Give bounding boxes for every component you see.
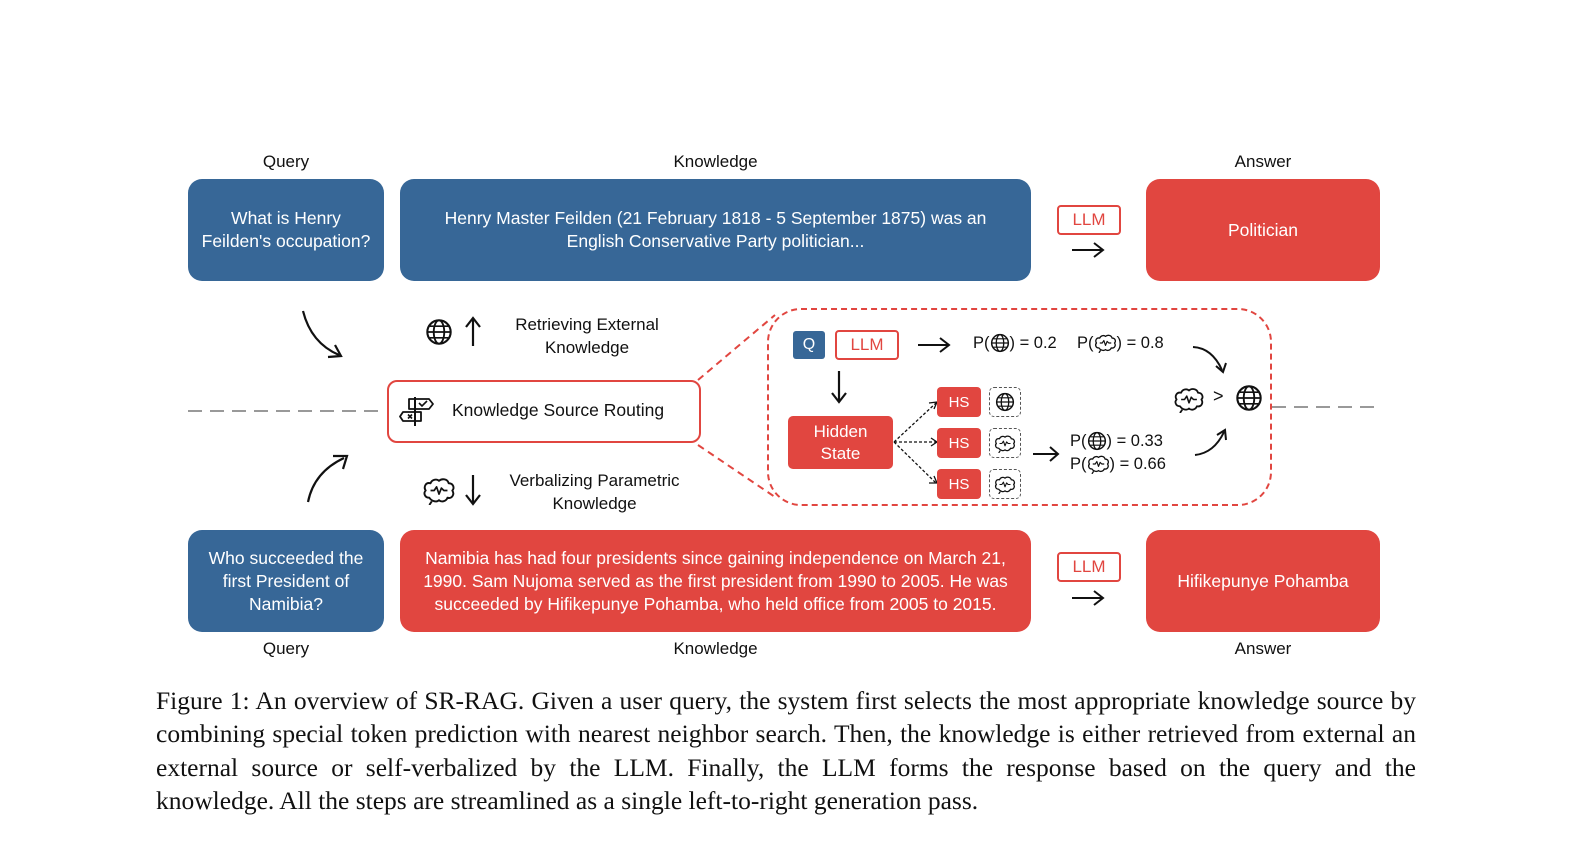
figure-caption: Figure 1: An overview of SR-RAG. Given a… <box>156 686 1416 815</box>
nn-right-arrow <box>1033 446 1060 462</box>
neighbor-parametric-square-1 <box>989 428 1021 458</box>
detail-llm-tag: LLM <box>835 330 899 360</box>
brain-icon <box>994 434 1016 453</box>
bottom-llm-arrow <box>1072 590 1105 606</box>
neighbor-external-square <box>989 387 1021 417</box>
top-query-box: What is Henry Feilden's occupation? <box>188 179 384 281</box>
detail-panel <box>767 308 1272 506</box>
up-arrow-icon <box>465 316 481 346</box>
globe-icon <box>995 392 1015 412</box>
top-llm-arrow <box>1072 242 1105 258</box>
hs-box-2: HS <box>937 428 981 458</box>
curve-arrow-to-compare-bottom <box>1194 428 1227 456</box>
compare-symbol: > <box>1213 386 1224 406</box>
routing-box: Knowledge Source Routing <box>387 380 701 443</box>
curve-arrow-to-compare-top <box>1192 346 1227 374</box>
brain-icon <box>1094 333 1117 353</box>
top-answer-box: Politician <box>1146 179 1380 281</box>
bottom-query-box: Who succeeded the first President of Nam… <box>188 530 384 632</box>
prob-nn-external: P( ) = 0.33 <box>1070 431 1163 451</box>
hs-box-1: HS <box>937 387 981 417</box>
bottom-answer-header: Answer <box>1234 639 1292 658</box>
prob-nn-external-prefix: P( <box>1070 431 1087 450</box>
top-answer-header: Answer <box>1234 152 1292 171</box>
dashed-line-right <box>1272 406 1382 408</box>
brain-icon <box>1087 454 1110 474</box>
prob-nn-parametric-value: ) = 0.66 <box>1109 454 1166 473</box>
curved-arrow-top <box>301 310 343 359</box>
top-knowledge-header: Knowledge <box>673 152 758 171</box>
retrieve-label: Retrieving External Knowledge <box>515 315 659 357</box>
top-knowledge-box: Henry Master Feilden (21 February 1818 -… <box>400 179 1031 281</box>
top-query-header: Query <box>262 152 310 171</box>
prob-top-external: P( ) = 0.2 <box>973 333 1057 353</box>
detail-right-arrow <box>918 337 951 353</box>
globe-icon <box>1087 431 1107 451</box>
prob-top-parametric: P( ) = 0.8 <box>1077 333 1164 353</box>
hidden-state-box: Hidden State <box>788 416 893 469</box>
prob-top-parametric-prefix: P( <box>1077 333 1094 352</box>
curved-arrow-bottom <box>306 454 349 503</box>
brain-icon <box>994 475 1016 494</box>
routing-label: Knowledge Source Routing <box>452 400 665 420</box>
globe-icon <box>1235 384 1263 412</box>
prob-nn-external-value: ) = 0.33 <box>1106 431 1163 450</box>
bottom-query-header: Query <box>262 639 310 658</box>
bottom-answer-box: Hifikepunye Pohamba <box>1146 530 1380 632</box>
neighbor-parametric-square-2 <box>989 469 1021 499</box>
bottom-knowledge-header: Knowledge <box>673 639 758 658</box>
prob-nn-parametric: P( ) = 0.66 <box>1070 454 1166 474</box>
signpost-icon <box>399 397 434 426</box>
bottom-llm-tag: LLM <box>1057 552 1121 582</box>
prob-nn-parametric-prefix: P( <box>1070 454 1087 473</box>
zoom-connectors <box>697 314 776 498</box>
bottom-knowledge-box: Namibia has had four presidents since ga… <box>400 530 1031 632</box>
globe-icon <box>425 318 453 346</box>
detail-down-arrow <box>831 371 847 404</box>
verbalize-label: Verbalizing Parametric Knowledge <box>509 471 680 513</box>
down-arrow-icon <box>465 475 481 506</box>
brain-icon <box>1173 386 1205 413</box>
fanout-arrows <box>893 401 939 484</box>
dashed-line-left <box>188 410 386 412</box>
globe-icon <box>990 333 1010 353</box>
hs-box-3: HS <box>937 469 981 499</box>
top-llm-tag: LLM <box>1057 205 1121 235</box>
prob-top-parametric-value: ) = 0.8 <box>1116 333 1164 352</box>
prob-top-external-value: ) = 0.2 <box>1009 333 1057 352</box>
brain-icon <box>422 476 456 505</box>
q-box: Q <box>793 331 825 359</box>
prob-top-external-prefix: P( <box>973 333 990 352</box>
